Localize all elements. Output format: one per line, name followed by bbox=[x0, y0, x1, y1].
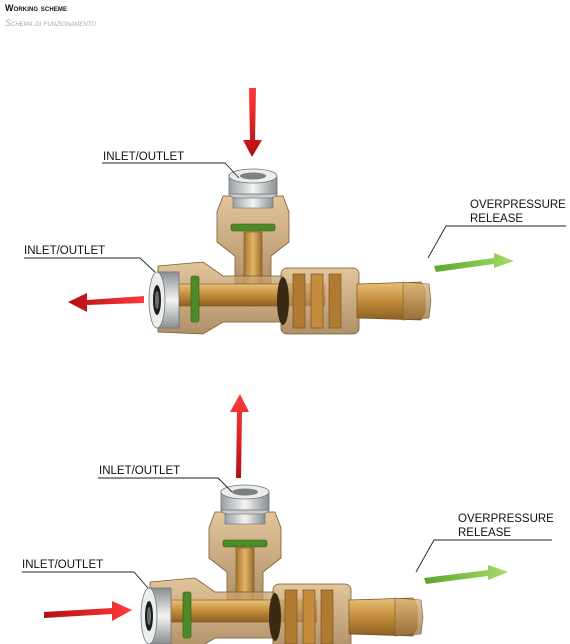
diagram1-label-right: OVERPRESSURE RELEASE bbox=[470, 199, 566, 225]
page-title: Working scheme bbox=[5, 3, 68, 13]
diagram2-arrow-release bbox=[424, 565, 508, 584]
diagram2-leader-top bbox=[98, 477, 233, 493]
diagram2-leader-left bbox=[22, 571, 149, 589]
diagram1-arrow-release bbox=[434, 253, 514, 272]
diagram2-label-top: INLET/OUTLET bbox=[99, 465, 181, 477]
diagram1-leader-right bbox=[427, 225, 566, 259]
diagram1-label-left: INLET/OUTLET bbox=[24, 245, 106, 257]
diagram2-arrow-up bbox=[230, 394, 249, 478]
diagram1-leader-top bbox=[102, 162, 240, 179]
diagram1-leader-left bbox=[24, 257, 156, 273]
diagram2-leader-right bbox=[415, 539, 552, 573]
diagram2-arrow-right bbox=[44, 601, 132, 621]
diagram1-valve bbox=[148, 168, 432, 335]
diagram2-label-left: INLET/OUTLET bbox=[22, 559, 104, 571]
page-subtitle: Schema di funzionamento bbox=[5, 18, 96, 28]
diagram1-arrow-down bbox=[243, 88, 262, 157]
diagram1-arrow-left bbox=[68, 293, 144, 312]
diagram2-valve bbox=[140, 484, 424, 644]
diagram2-label-right: OVERPRESSURE RELEASE bbox=[458, 513, 554, 539]
diagram1-label-top: INLET/OUTLET bbox=[103, 151, 185, 163]
